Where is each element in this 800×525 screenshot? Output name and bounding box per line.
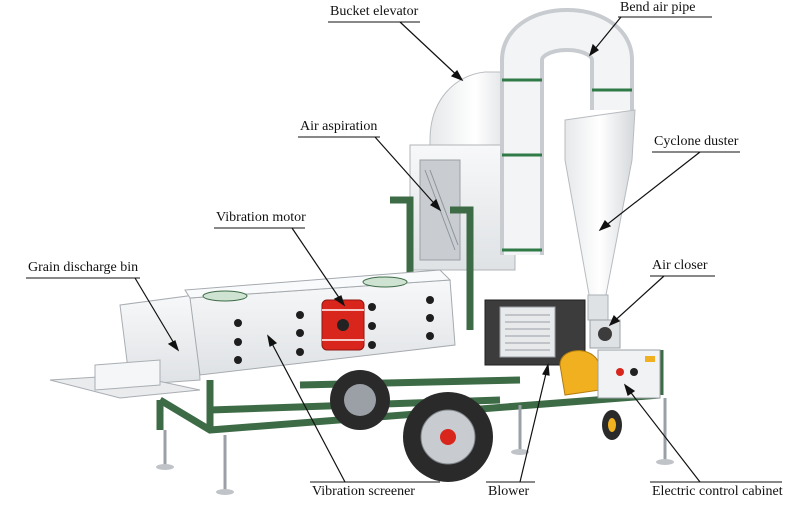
small-wheel	[602, 410, 622, 440]
label-air-aspiration: Air aspiration	[300, 119, 378, 134]
grain-discharge-bin	[49, 294, 201, 399]
label-grain-discharge-bin: Grain discharge bin	[28, 260, 139, 275]
cyclone-duster	[564, 109, 636, 321]
blower	[484, 299, 601, 396]
label-cyclone-duster: Cyclone duster	[654, 134, 739, 149]
main-wheel	[403, 392, 493, 482]
label-air-closer: Air closer	[652, 258, 708, 273]
label-electric-control-cabinet: Electric control cabinet	[652, 484, 783, 499]
label-blower: Blower	[488, 484, 530, 499]
vibration-screener	[184, 269, 456, 376]
label-vibration-screener: Vibration screener	[312, 484, 415, 499]
rear-wheel	[330, 370, 390, 430]
electric-control-cabinet	[597, 349, 661, 399]
label-bucket-elevator: Bucket elevator	[330, 4, 419, 19]
label-vibration-motor: Vibration motor	[216, 210, 306, 225]
air-closer	[589, 319, 621, 349]
label-bend-air-pipe: Bend air pipe	[620, 0, 696, 15]
vibration-motor	[321, 299, 365, 351]
